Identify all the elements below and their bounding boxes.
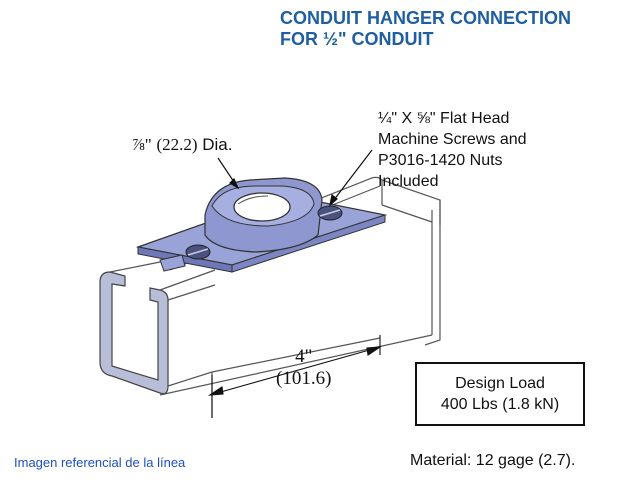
screws-callout: ¼" X ⅝" Flat Head Machine Screws and P30…	[378, 108, 527, 192]
design-load-box: Design Load 400 Lbs (1.8 kN)	[415, 362, 585, 426]
dimension-lines	[207, 335, 383, 418]
reference-caption: Imagen referencial de la línea	[14, 455, 186, 470]
title-line-2: FOR ½" CONDUIT	[280, 29, 434, 49]
diagram-title: CONDUIT HANGER CONNECTION FOR ½" CONDUIT	[280, 8, 571, 50]
channel-far-lip	[159, 176, 383, 263]
screws-line-2: Machine Screws and	[378, 131, 527, 148]
channel-far-end	[424, 200, 441, 346]
diameter-fraction: ⅞"	[132, 135, 152, 154]
screws	[185, 205, 343, 260]
design-load-title: Design Load	[455, 375, 545, 392]
dimension-metric: (101.6)	[276, 368, 332, 389]
title-line-1: CONDUIT HANGER CONNECTION	[280, 8, 571, 28]
channel-end-profile	[99, 271, 169, 395]
dimension-label: 4" (101.6)	[276, 346, 331, 390]
diameter-metric: (22.2)	[156, 135, 198, 154]
screw-left	[185, 244, 211, 260]
hanger-boss	[204, 177, 323, 253]
leaders	[217, 149, 373, 207]
screws-line-1: ¼" X ⅝" Flat Head	[378, 110, 510, 127]
plate-tab	[159, 254, 186, 272]
screws-line-3: P3016-1420 Nuts	[378, 152, 503, 169]
diameter-callout: ⅞" (22.2) Dia.	[132, 134, 232, 155]
diameter-suffix: Dia.	[202, 135, 233, 154]
design-load-value: 400 Lbs (1.8 kN)	[440, 396, 560, 413]
conduit-hole	[233, 192, 291, 222]
screws-line-4: Included	[378, 173, 439, 190]
material-note: Material: 12 gage (2.7).	[410, 452, 576, 469]
screw-right	[317, 205, 343, 221]
dimension-imperial: 4"	[295, 346, 313, 367]
